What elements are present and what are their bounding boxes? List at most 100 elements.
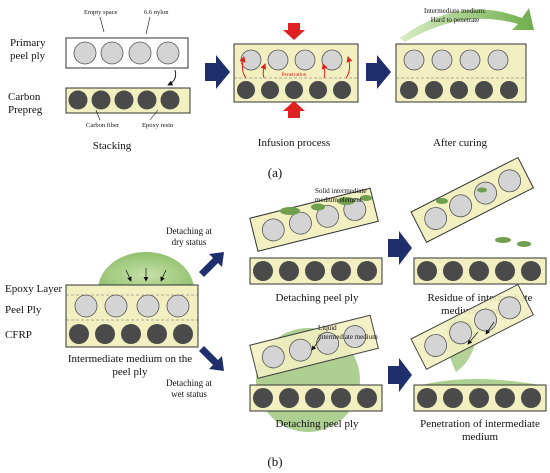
peel-ply-label: Peel Ply: [5, 304, 42, 316]
process-arrow: [388, 358, 412, 392]
dry-detach-group: Solid intermediate medium element Detach…: [249, 187, 383, 304]
carbon-fiber: [469, 388, 489, 408]
carbon-fiber: [285, 81, 303, 99]
cfrp-label: CFRP: [5, 329, 32, 341]
carbon-fiber: [121, 324, 141, 344]
epoxy-resin-leader: [149, 109, 159, 121]
carbon-fiber: [331, 261, 351, 281]
nylon-yarn: [403, 49, 425, 71]
carbon-fiber: [400, 81, 418, 99]
wet-branch-label-1: Detaching at: [166, 378, 212, 388]
carbon-fiber: [91, 90, 111, 110]
stack-down-arrow: [167, 69, 177, 86]
carbon-fiber: [443, 388, 463, 408]
primary-peel-ply-label-2: peel ply: [10, 50, 46, 62]
tilted-peel-ply: [410, 283, 535, 370]
left-fiber-row: [69, 324, 193, 344]
penetration-fiber-row: [417, 388, 541, 408]
nylon-yarn: [321, 49, 343, 71]
nylon-yarn: [498, 296, 522, 320]
penetration-group: Penetration of intermediate medium: [410, 283, 547, 443]
nylon-label: 6.6 nylon: [144, 9, 169, 16]
prepreg-fiber-row: [68, 90, 180, 110]
epoxy-layer-label: Epoxy Layer: [5, 283, 62, 295]
dry-branch-label-1: Detaching at: [166, 226, 212, 236]
solid-medium-label-1: Solid intermediate: [315, 187, 367, 195]
carbon-fiber: [500, 81, 518, 99]
carbon-fiber: [253, 261, 273, 281]
carbon-fiber: [521, 261, 541, 281]
carbon-fiber: [305, 261, 325, 281]
nylon-yarn: [487, 49, 509, 71]
liquid-medium-leader: [311, 338, 321, 351]
nylon-yarn: [431, 49, 453, 71]
carbon-fiber: [160, 90, 180, 110]
solid-medium-elements: [280, 195, 372, 215]
carbon-fiber: [253, 388, 273, 408]
nylon-yarn: [128, 41, 152, 65]
intermediate-medium-label-2: Hard to penetrate: [431, 16, 480, 24]
nylon-yarn: [474, 308, 497, 332]
carbon-fiber: [309, 81, 327, 99]
wet-detach-caption: Detaching peel ply: [275, 418, 359, 430]
intermediate-medium-label-1: Intermediate medium:: [424, 7, 486, 15]
penetration-arrow: [485, 321, 495, 335]
cured-nylon-row: [403, 49, 509, 71]
dry-detach-caption: Detaching peel ply: [275, 292, 359, 304]
process-arrow: [388, 231, 412, 265]
nylon-yarn: [136, 294, 160, 318]
carbon-fiber: [69, 324, 89, 344]
carbon-fiber: [114, 90, 134, 110]
resin-flow-arrow: [239, 56, 247, 79]
nylon-yarn: [74, 294, 98, 318]
residue-fiber-row: [417, 261, 541, 281]
infusion-group: Penetration Infusion process: [233, 23, 359, 149]
nylon-yarn: [294, 49, 316, 71]
medium-flow-arrow: [125, 269, 132, 282]
resin-flow-arrows: [239, 56, 353, 79]
carbon-fiber: [357, 261, 377, 281]
nylon-leader: [145, 16, 151, 35]
wet-branch-arrow: [199, 346, 224, 371]
process-arrow: [205, 55, 230, 89]
solid-medium-label-2: medium element: [315, 196, 362, 204]
carbon-fiber: [261, 81, 279, 99]
nylon-yarn: [316, 331, 340, 355]
medium-deflect-arrow: [400, 8, 534, 42]
wet-fiber-row: [253, 388, 377, 408]
penetration-caption-2: medium: [462, 431, 498, 443]
nylon-yarn: [156, 41, 180, 65]
nylon-yarn: [474, 181, 497, 205]
after-curing-group: Intermediate medium: Hard to penetrate A…: [395, 7, 534, 149]
panel-a-label: (a): [268, 165, 282, 180]
nylon-yarn: [166, 294, 190, 318]
nylon-yarn: [498, 169, 522, 193]
carbon-fiber: [333, 81, 351, 99]
nylon-yarn: [104, 294, 128, 318]
residue-medium-elements: [436, 187, 531, 247]
pressure-arrow-top: [283, 23, 305, 40]
nylon-yarn: [424, 207, 448, 230]
carbon-fiber: [95, 324, 115, 344]
penetration-arrow: [467, 331, 479, 345]
peel-ply-nylon-row: [73, 41, 180, 65]
penetration-caption-1: Penetration of intermediate: [420, 418, 540, 430]
carbon-fiber: [137, 90, 157, 110]
carbon-fiber: [425, 81, 443, 99]
carbon-fiber: [331, 388, 351, 408]
empty-space-leader: [99, 16, 105, 33]
dry-branch-arrow: [199, 252, 224, 277]
nylon-yarn: [449, 194, 473, 218]
left-nylon-row: [74, 294, 190, 318]
nylon-yarn: [267, 49, 289, 71]
carbon-fiber: [469, 261, 489, 281]
left-caption-2: peel ply: [112, 366, 148, 378]
stacking-caption: Stacking: [93, 140, 132, 152]
residue-group: Residue of intermediate medium elements: [410, 156, 547, 317]
nylon-yarn: [240, 49, 262, 71]
carbon-fiber: [443, 261, 463, 281]
medium-flow-arrow: [160, 269, 167, 282]
carbon-prepreg-label-1: Carbon: [8, 91, 41, 103]
liquid-medium-label-2: intermediate medium: [318, 333, 378, 341]
